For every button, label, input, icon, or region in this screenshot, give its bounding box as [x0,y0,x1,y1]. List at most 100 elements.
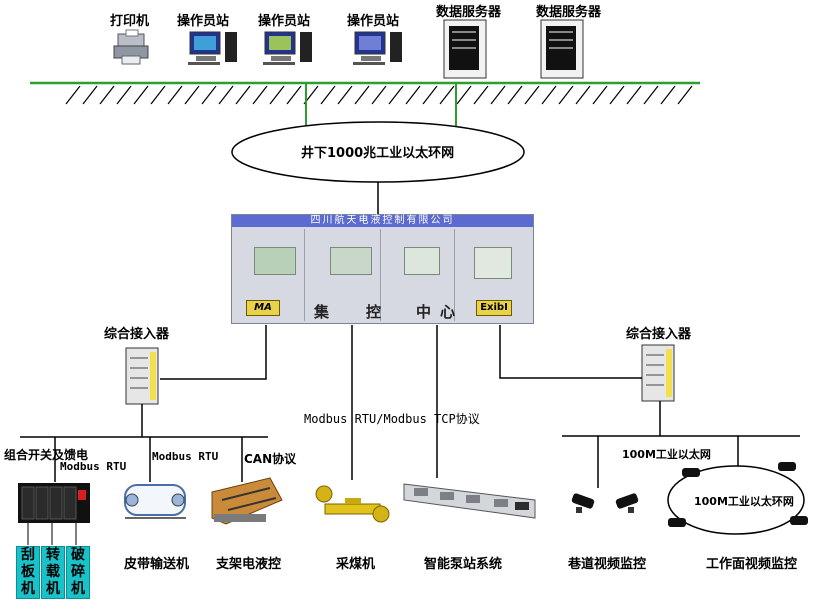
operator-station-label: 操作员站 [347,14,400,29]
cabinet-door [240,229,305,321]
hatch-line [99,85,115,105]
box-char: 刮 [21,547,35,563]
server-icon [540,19,584,79]
protocol-main-label: Modbus RTU/Modbus TCP协议 [304,412,480,426]
hatch-line [507,85,523,105]
hatch-line [524,85,540,105]
crusher-box: 破 碎 机 [66,546,90,599]
camera-icon [668,518,686,527]
hatch-line [286,85,302,105]
support-label: 支架电液控 [216,557,282,572]
shearer-icon [315,485,390,523]
box-char: 破 [71,547,85,563]
right-access-device-icon [641,344,675,402]
hatch-line [354,85,370,105]
hatch-line [82,85,98,105]
hatch-line [320,85,336,105]
modbus-label: Modbus RTU [152,450,219,463]
hatch-line [405,85,421,105]
hatch-line [473,85,489,105]
combination-switch-icon [18,483,90,523]
printer-icon [113,29,149,65]
cabinet-char: 心 [440,303,456,321]
operator-station-icon [263,31,312,65]
cabinet-char: 集 [314,303,330,321]
hatch-line [388,85,404,105]
camera-icon [571,493,595,513]
hatch-line [218,85,234,105]
pump-label: 智能泵站系统 [424,557,503,572]
switch-label: 组合开关及馈电 [4,448,89,462]
camera-icon [682,468,700,477]
hatch-line [456,85,472,105]
transfer-machine-box: 转 载 机 [41,546,65,599]
camera-icon [778,462,796,471]
operator-station-icon [353,31,402,65]
face-ring-ellipse [667,465,805,535]
hatch-line [609,85,625,105]
left-access-device-icon [125,347,159,405]
box-char: 板 [21,564,35,580]
camera-icon [790,516,808,525]
pump-station-icon [403,483,536,519]
hydraulic-support-icon [211,477,283,525]
shearer-label: 采煤机 [336,557,376,572]
printer-label: 打印机 [110,14,150,29]
hatch-line [626,85,642,105]
modbus-label: Modbus RTU [60,460,127,473]
belt-label: 皮带输送机 [124,557,190,572]
cabinet-door [384,229,455,321]
hatch-line [541,85,557,105]
face-video-label: 工作面视频监控 [706,557,798,572]
hatch-line [150,85,166,105]
hatch-line [116,85,132,105]
roadway-video-label: 巷道视频监控 [568,557,647,572]
hatch-line [643,85,659,105]
hatch-line [201,85,217,105]
server-label: 数据服务器 [436,5,502,20]
hatch-line [184,85,200,105]
box-char: 机 [21,581,35,597]
ring-network-label: 井下1000兆工业以太环网 [301,146,455,161]
belt-conveyor-icon [124,484,186,519]
hatch-line [592,85,608,105]
cabinet-char: 控 [366,303,382,321]
hatch-line [677,85,693,105]
hatch-line [660,85,676,105]
hatch-line [167,85,183,105]
cabinet-door [458,229,528,321]
operator-station-label: 操作员站 [258,14,311,29]
hatch-line [575,85,591,105]
hatch-line [65,85,81,105]
cabinet-company-label: 四川航天电液控制有限公司 [232,215,533,227]
hatch-line [371,85,387,105]
cabinet-door [310,229,381,321]
operator-station-icon [188,31,237,65]
server-label: 数据服务器 [536,5,602,20]
can-label: CAN协议 [244,452,297,466]
hatch-line [439,85,455,105]
left-access-label: 综合接入器 [104,327,170,342]
hatch-line [235,85,251,105]
operator-station-label: 操作员站 [177,14,230,29]
hatch-line [337,85,353,105]
box-char: 载 [46,564,60,580]
hatch-line [252,85,268,105]
hatch-line [133,85,149,105]
ma-badge: MA [246,300,280,316]
camera-icon [615,493,639,513]
hatch-line [422,85,438,105]
net100-top-label: 100M工业以太网 [622,448,711,461]
cabinet-char: 中 [416,303,432,321]
hatch-line [490,85,506,105]
server-icon [443,19,487,79]
control-center-cabinet: 四川航天电液控制有限公司 MA 集 控 中 心 ExibI [231,214,534,324]
hatch-line [269,85,285,105]
box-char: 机 [46,581,60,597]
scraper-conveyor-box: 刮 板 机 [16,546,40,599]
top-bus [30,81,700,105]
box-char: 碎 [71,564,85,580]
box-char: 转 [46,547,60,563]
exib-badge: ExibI [476,300,512,316]
